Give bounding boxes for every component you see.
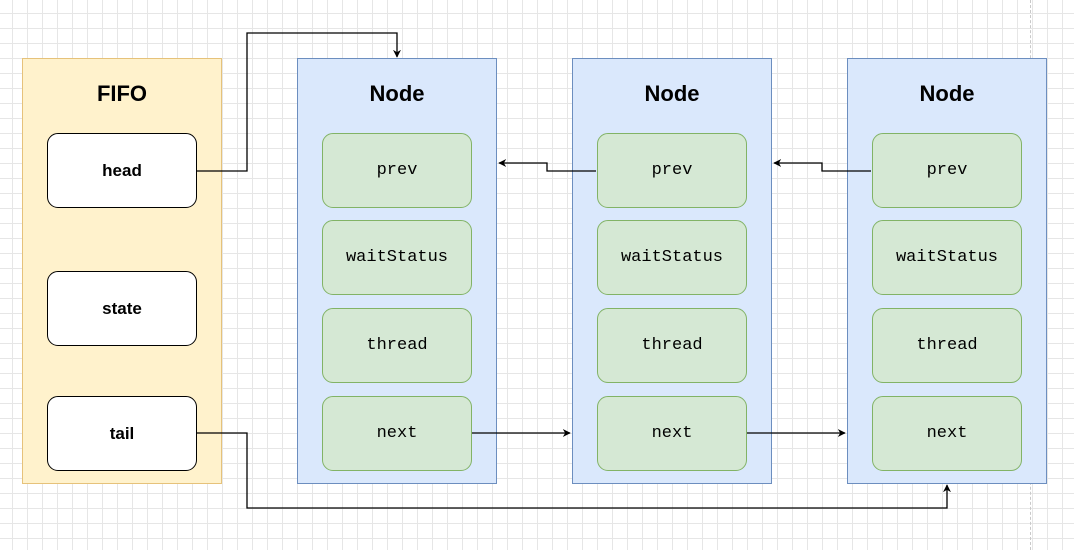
node-2-panel[interactable]: Node prev waitStatus thread next — [572, 58, 772, 484]
fifo-panel[interactable]: FIFO head state tail — [22, 58, 222, 484]
node-1-waitstatus-field[interactable]: waitStatus — [322, 220, 472, 295]
node-1-next-field[interactable]: next — [322, 396, 472, 471]
node-1-prev-field[interactable]: prev — [322, 133, 472, 208]
node-3-title: Node — [919, 81, 975, 106]
fifo-state-field[interactable]: state — [47, 271, 197, 346]
node-3-thread-field[interactable]: thread — [872, 308, 1022, 383]
node-1-title: Node — [369, 81, 425, 106]
node-3-next-field[interactable]: next — [872, 396, 1022, 471]
fifo-title: FIFO — [96, 81, 148, 106]
node-3-waitstatus-field[interactable]: waitStatus — [872, 220, 1022, 295]
node-1-thread-field[interactable]: thread — [322, 308, 472, 383]
node-3-panel[interactable]: Node prev waitStatus thread next — [847, 58, 1047, 484]
node-1-panel[interactable]: Node prev waitStatus thread next — [297, 58, 497, 484]
node-3-prev-field[interactable]: prev — [872, 133, 1022, 208]
node-2-title: Node — [644, 81, 700, 106]
node-2-thread-field[interactable]: thread — [597, 308, 747, 383]
node-2-prev-field[interactable]: prev — [597, 133, 747, 208]
node-2-next-field[interactable]: next — [597, 396, 747, 471]
fifo-tail-field[interactable]: tail — [47, 396, 197, 471]
node-2-waitstatus-field[interactable]: waitStatus — [597, 220, 747, 295]
fifo-head-field[interactable]: head — [47, 133, 197, 208]
